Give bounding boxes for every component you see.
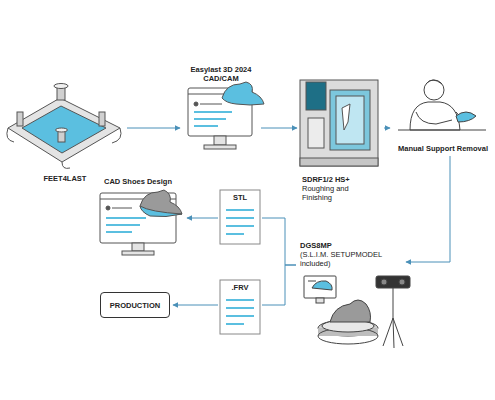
file-label: STL: [233, 193, 247, 202]
device-label: CAD Shoes Design: [104, 177, 172, 186]
flow-arrow: [187, 218, 218, 219]
device-label: FEET4LAST: [44, 174, 87, 183]
flow-arrow: [262, 218, 296, 265]
flow-arrow: [173, 305, 218, 306]
3d-scanner: [304, 276, 410, 348]
process-note: Roughing and Finishing: [302, 184, 372, 202]
software-node: Easylast 3D 2024 CAD/CAM: [183, 64, 259, 170]
file-documents: [220, 190, 260, 334]
device-note: (S.L.I.M. SETUPMODEL included): [300, 250, 398, 268]
flow-arrow: [127, 128, 180, 129]
device-label: Easylast 3D 2024 CAD/CAM: [185, 65, 257, 83]
operator-figure: [398, 80, 486, 130]
file-node: STL: [220, 190, 260, 244]
process-box-label: PRODUCTION: [110, 301, 160, 310]
file-label: .FRV: [232, 283, 249, 292]
software-node: CAD Shoes Design: [92, 176, 184, 258]
flow-arrow: [262, 265, 296, 305]
device-label: DGS8MP: [300, 241, 332, 250]
flow-arrow: [261, 128, 297, 129]
foot-scanner-platform: [7, 84, 121, 169]
scanner-node: FEET4LAST: [5, 88, 125, 184]
cad-monitor: [188, 82, 264, 149]
process-box: PRODUCTION: [100, 292, 170, 318]
flow-arrow: [384, 128, 390, 129]
file-node: .FRV: [220, 280, 260, 334]
manual-step-node: Manual Support Removal: [393, 72, 493, 154]
machine-node: SDRF1/2 HS+Roughing and Finishing: [300, 75, 382, 203]
step-label: Manual Support Removal: [398, 144, 488, 153]
scanner-node: DGS8MP(S.L.I.M. SETUPMODEL included): [298, 240, 404, 348]
device-label: SDRF1/2 HS+: [302, 175, 350, 184]
milling-machine: [300, 80, 378, 166]
design-monitor: [100, 190, 182, 255]
flow-arrow: [406, 156, 450, 262]
